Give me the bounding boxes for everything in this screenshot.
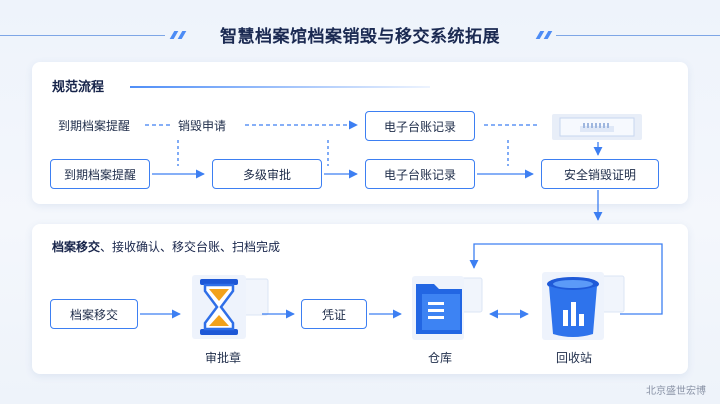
expiry-reminder-box: 到期档案提醒: [50, 159, 150, 189]
ledger-record-box: 电子台账记录: [365, 159, 475, 189]
shredder-icon: [552, 114, 642, 140]
recycle-station-caption: 回收站: [555, 351, 592, 365]
transfer-heading-rest: 、接收确认、移交台账、扫档完成: [100, 240, 281, 254]
loop-back-arrow: [469, 243, 663, 315]
title-right-line: [556, 35, 720, 36]
page-title: 智慧档案馆档案销毁与移交系统拓展: [220, 27, 500, 46]
voucher-box: 凭证: [301, 299, 367, 329]
standard-process-heading: 规范流程: [52, 79, 105, 94]
archive-transfer-box: 档案移交: [50, 299, 138, 329]
transfer-heading: 档案移交、接收确认、移交台账、扫档完成: [52, 238, 280, 255]
top-ledger-record-box: 电子台账记录: [365, 111, 475, 141]
title-left-line: [0, 35, 165, 36]
approval-stamp-caption: 审批章: [204, 351, 241, 365]
folder-icon: [412, 276, 483, 340]
heading-rule: [130, 86, 430, 88]
watermark: 北京盛世宏博: [646, 386, 706, 397]
top-expiry-reminder-label: 到期档案提醒: [58, 119, 131, 133]
hourglass-icon: [192, 275, 269, 339]
top-destroy-application-label: 销毁申请: [178, 119, 227, 133]
destruction-certificate-box: 安全销毁证明: [541, 159, 659, 189]
recycle-bin-icon: [542, 272, 625, 340]
transfer-heading-bold: 档案移交: [52, 240, 101, 254]
title-bar: 智慧档案馆档案销毁与移交系统拓展: [0, 0, 720, 60]
warehouse-caption: 仓库: [427, 351, 452, 365]
multi-level-approval-box: 多级审批: [212, 159, 322, 189]
